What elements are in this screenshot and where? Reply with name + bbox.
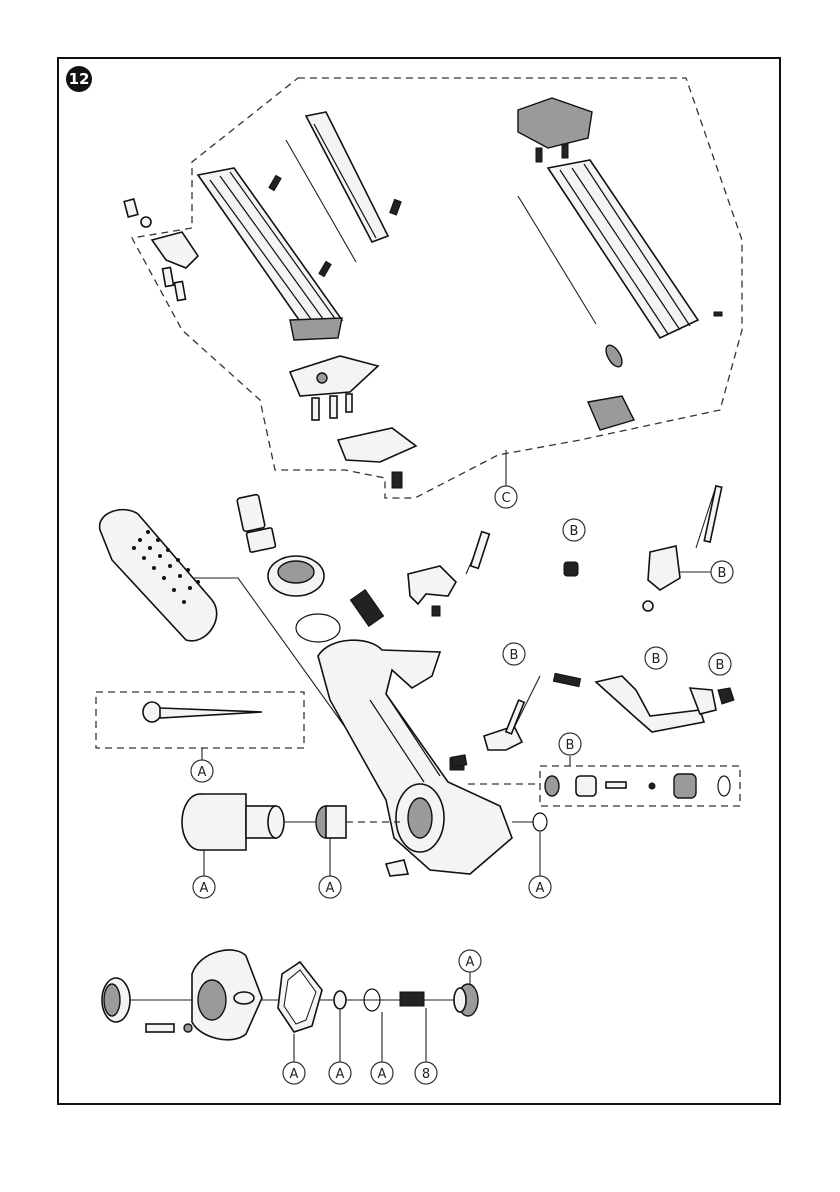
svg-text:A: A [198, 765, 207, 780]
svg-text:A: A [290, 1067, 299, 1082]
callout-a-gasket: A [283, 1062, 305, 1084]
callout-c: C [495, 486, 517, 508]
svg-text:A: A [326, 881, 335, 896]
trigger-body [451, 700, 524, 767]
callout-a-driver: A [191, 760, 213, 782]
exhaust-knob [102, 978, 130, 1022]
callout-a-cylinder: A [193, 876, 215, 898]
magazine-rail-left [198, 168, 342, 340]
callout-b-latch: B [711, 561, 733, 583]
cylinder [182, 794, 284, 850]
callout-a-bumper: A [319, 876, 341, 898]
driver-group-outline [96, 692, 304, 748]
callout-b-spring: B [503, 643, 525, 665]
cap-screw [146, 1024, 192, 1032]
top-cap [192, 950, 262, 1040]
nose-plate [338, 428, 416, 488]
bumper [316, 806, 346, 838]
magazine-cover-plate [306, 112, 388, 242]
callout-b-small: B [709, 653, 731, 675]
set-screw [564, 562, 578, 576]
svg-text:12: 12 [69, 70, 90, 88]
svg-text:A: A [200, 881, 209, 896]
grip-spring [350, 590, 383, 627]
callout-a-seal: A [529, 876, 551, 898]
svg-text:B: B [566, 738, 575, 753]
svg-text:A: A [536, 881, 545, 896]
svg-text:8: 8 [422, 1067, 430, 1082]
rubber-grip [100, 510, 217, 641]
svg-text:A: A [336, 1067, 345, 1082]
callout-a-washer: A [371, 1062, 393, 1084]
cap-gasket [278, 962, 322, 1032]
trigger-lever [596, 676, 716, 732]
magazine-rail-right [548, 160, 698, 338]
svg-text:B: B [570, 524, 579, 539]
end-plug [268, 556, 324, 596]
svg-text:A: A [466, 955, 475, 970]
valve-parts [545, 774, 730, 798]
air-fitting [237, 494, 276, 552]
callout-b-valve: B [559, 733, 581, 755]
svg-text:B: B [716, 658, 725, 673]
svg-text:A: A [378, 1067, 387, 1082]
driver-blade [143, 702, 262, 722]
magazine-end-cap [518, 98, 592, 162]
callout-a-o-ring: A [329, 1062, 351, 1084]
figure-number-badge: 12 [66, 66, 92, 92]
callout-b-screw: B [563, 519, 585, 541]
cap-spring [400, 992, 424, 1006]
callout-b-cap-spring: 8 [415, 1062, 437, 1084]
small-o-ring [334, 991, 346, 1009]
seal-ring [533, 813, 547, 831]
svg-text:B: B [510, 648, 519, 663]
nose-block [290, 356, 378, 420]
tool-housing [318, 640, 512, 876]
magazine-foot [588, 396, 634, 430]
callout-a-piston: A [459, 950, 481, 972]
piston-head [454, 984, 478, 1016]
o-ring-large [296, 614, 340, 642]
svg-text:C: C [501, 491, 510, 506]
contact-latch [643, 486, 722, 611]
latch-pin [471, 532, 490, 569]
svg-text:B: B [652, 652, 661, 667]
safety-latch [408, 566, 456, 616]
callout-b-trigger: B [645, 647, 667, 669]
magazine-bracket [124, 199, 198, 301]
valve-group-outline [540, 766, 740, 806]
trigger-small-piece [718, 688, 734, 704]
svg-text:B: B [718, 566, 727, 581]
